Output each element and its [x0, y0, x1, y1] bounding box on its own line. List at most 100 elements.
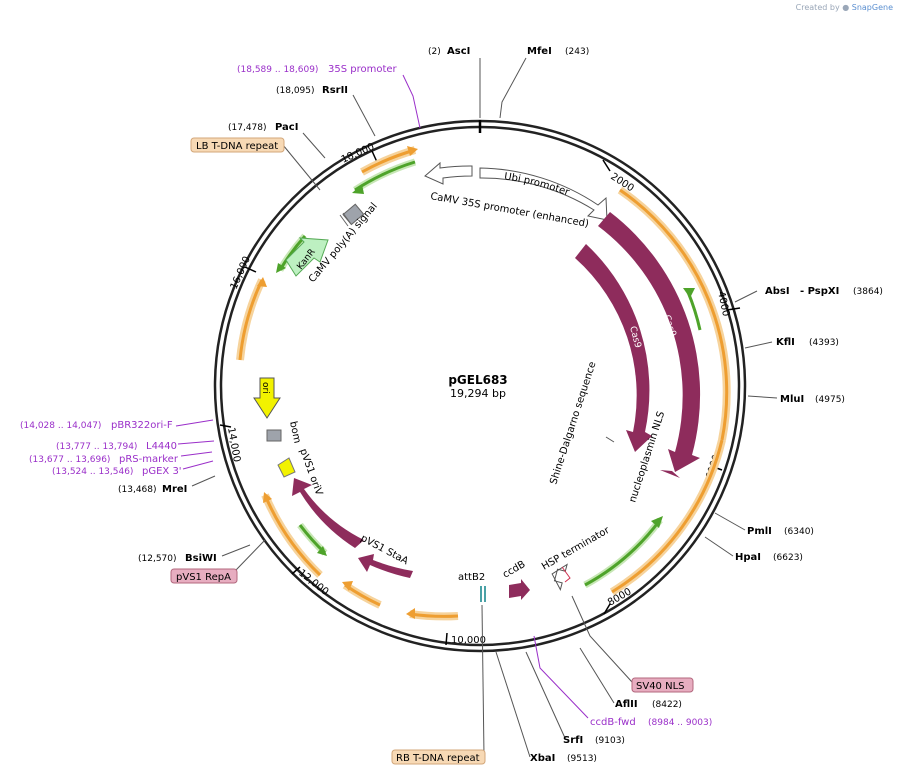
leader-srfi	[525, 651, 566, 739]
site-mfei-position: (243)	[565, 47, 589, 57]
leader-absi	[734, 290, 758, 303]
primer-ccdb-fwd-name: ccdB-fwd	[590, 717, 636, 728]
leader-bsiwi	[221, 544, 251, 557]
primer-pbr322-name: pBR322ori-F	[111, 420, 173, 431]
site-kfli-position: (4393)	[809, 338, 839, 348]
site-absi-position: (3864)	[853, 287, 883, 297]
lb-t-dna-label: LB T-DNA repeat	[196, 141, 278, 152]
site-pmli-position: (6340)	[784, 527, 814, 537]
leader-pvs1-repa	[235, 539, 266, 571]
leader-hpai	[704, 536, 734, 557]
plasmid-length: 19,294 bp	[450, 387, 506, 400]
plasmid-name: pGEL683	[448, 373, 507, 387]
bom-label: bom	[287, 420, 302, 444]
ccdb-arrow	[509, 579, 530, 600]
rb-t-dna-label: RB T-DNA repeat	[396, 753, 480, 764]
site-mfei-name: MfeI	[527, 46, 552, 57]
pvs1-oriv-arrow	[292, 478, 364, 548]
primer-pgex-name: pGEX 3'	[142, 466, 182, 477]
scale-ticks	[219, 120, 741, 646]
watermark-prefix: Created by	[795, 3, 840, 12]
site-mrei-position: (13,468)	[118, 485, 157, 495]
top-site-labels: (2) AscI MfeI (243) (18,589 .. 18,609) 3…	[228, 46, 589, 133]
watermark-brand: SnapGene	[851, 3, 893, 12]
primer-35s-position: (18,589 .. 18,609)	[237, 65, 318, 75]
orange-arrow-bottom2	[344, 583, 381, 607]
leader-mlui	[747, 395, 778, 399]
site-mlui-name: MluI	[780, 394, 804, 405]
shine-dalgarno-label: Shine-Dalgarno sequence	[548, 360, 598, 486]
site-hpai-position: (6623)	[773, 553, 803, 563]
site-bsiwi-name: BsiWI	[185, 553, 217, 564]
primer-35s-name: 35S promoter	[328, 64, 398, 75]
ubi-promoter-label: Ubi promoter	[503, 171, 571, 198]
site-hpai-name: HpaI	[735, 552, 761, 563]
nucleoplasmin-nls-label: nucleoplasmin NLS	[627, 410, 667, 504]
leader-l4440	[177, 440, 215, 445]
ori-label: ori	[260, 382, 270, 394]
sv40-nls-box	[631, 677, 694, 693]
leader-mrei	[191, 475, 216, 487]
primer-ccdb-fwd-position: (8984 .. 9003)	[648, 718, 712, 728]
leader-prs	[180, 451, 213, 457]
green-arrow-lower	[584, 519, 662, 587]
hsp-terminator-arrow	[551, 563, 568, 591]
site-xbai-position: (9513)	[567, 754, 597, 764]
hsp-terminator-label: HSP terminator	[540, 525, 612, 573]
primer-l4440-position: (13,777 .. 13,794)	[56, 442, 137, 452]
primer-pgex-position: (13,524 .. 13,546)	[52, 467, 133, 477]
site-kfli-name: KflI	[776, 337, 795, 348]
t-dna-region-arrow	[619, 188, 729, 441]
right-site-labels: AbsI - PspXI (3864) KflI (4393) MluI (49…	[735, 286, 883, 563]
lb-t-dna-box	[190, 137, 285, 153]
leader-aflii	[579, 647, 615, 704]
tick-8000	[603, 603, 611, 615]
leader-pgex	[182, 460, 214, 470]
orange-arrowhead-bottom	[406, 608, 415, 619]
green-arrowhead-top	[352, 184, 364, 194]
attb2-bar-2	[484, 586, 486, 602]
site-pmli-name: PmlI	[747, 526, 772, 537]
tick-16000	[244, 266, 257, 273]
site-srfi-position: (9103)	[595, 736, 625, 746]
leader-35s-primer	[402, 74, 421, 129]
ubi-promoter-label-text: Ubi promoter	[503, 171, 571, 198]
site-asci-position: (2)	[428, 47, 441, 57]
bom-box	[266, 429, 282, 442]
primer-prs-name: pRS-marker	[119, 454, 179, 465]
tick-10000	[445, 632, 448, 646]
site-paci-position: (17,478)	[228, 123, 267, 133]
tick-14000	[219, 424, 232, 428]
snapgene-watermark: Created by ● SnapGene	[796, 3, 893, 12]
green-arrowhead-left	[317, 546, 327, 556]
polya-mark-2	[342, 212, 352, 225]
cas9-arrows	[575, 212, 701, 478]
pvs1-repa-box	[170, 568, 238, 584]
lower-left-features	[253, 203, 615, 602]
leader-lines	[175, 57, 778, 758]
leader-pmli	[714, 512, 746, 531]
site-mlui-position: (4975)	[815, 395, 845, 405]
lb-t-dna-repeat: LB T-DNA repeat	[190, 137, 285, 153]
leader-mfei	[499, 57, 527, 119]
tick-label-18000: 18,000	[340, 141, 376, 165]
site-aflii-position: (8422)	[652, 700, 682, 710]
tick-4000	[726, 307, 741, 311]
site-rsrii-position: (18,095)	[276, 86, 315, 96]
leader-sv40	[571, 595, 633, 683]
tick-12000	[291, 566, 301, 575]
orange-arrowhead-left	[263, 492, 272, 503]
tick-18000	[371, 150, 378, 163]
site-mrei-name: MreI	[162, 484, 187, 495]
site-aflii-name: AflII	[615, 699, 638, 710]
site-bsiwi-position: (12,570)	[138, 554, 177, 564]
orange-arrow-left	[263, 494, 322, 577]
tick-2000	[602, 159, 611, 172]
tick-label-4000: 4000	[715, 290, 731, 317]
cas9-outer-arrow	[598, 212, 701, 472]
site-paci-name: PacI	[275, 122, 298, 133]
plasmid-center-label: pGEL683 19,294 bp	[448, 373, 507, 400]
leader-rsrii	[352, 94, 376, 137]
rb-t-dna-box	[391, 749, 486, 765]
green-arrowhead-right	[683, 288, 695, 298]
